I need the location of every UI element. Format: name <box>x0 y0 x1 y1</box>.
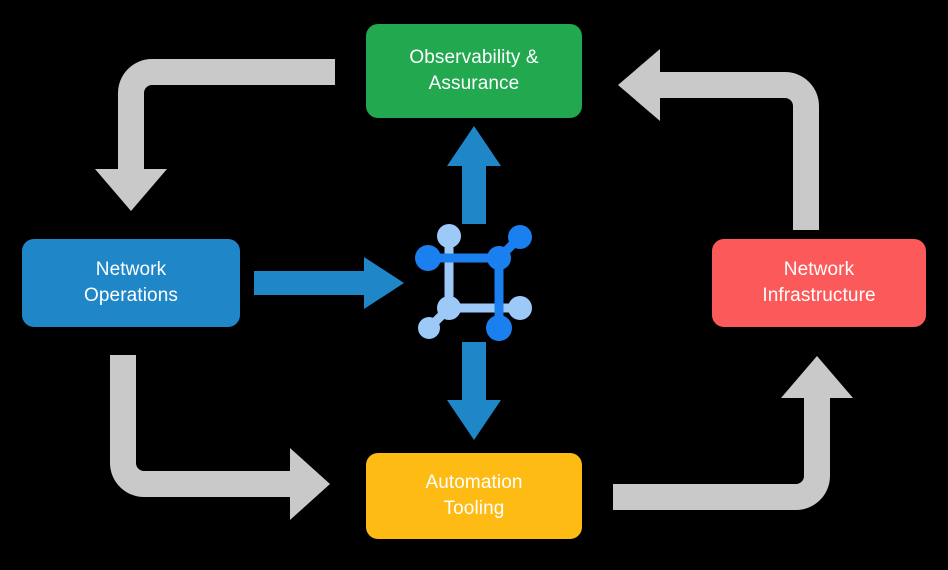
node-label-network-infrastructure: Network Infrastructure <box>762 259 876 306</box>
node-label-observability: Observability & Assurance <box>409 47 539 94</box>
network-topology-icon <box>415 220 540 345</box>
icon-nodes-primary <box>415 225 532 341</box>
arrow-observability-to-operations <box>95 59 335 211</box>
arrow-operations-to-center <box>254 257 404 309</box>
node-box-network-infrastructure[interactable]: Network Infrastructure <box>712 239 926 327</box>
node-box-network-operations[interactable]: Network Operations <box>22 239 240 327</box>
arrow-infrastructure-to-observability <box>618 49 819 230</box>
arrow-center-to-automation <box>447 342 501 440</box>
node-box-observability[interactable]: Observability & Assurance <box>366 24 582 118</box>
arrow-operations-to-automation <box>110 355 330 520</box>
node-label-network-operations: Network Operations <box>84 259 178 306</box>
arrow-automation-to-infrastructure <box>613 356 853 510</box>
icon-nodes-secondary <box>418 224 532 339</box>
node-box-automation-tooling[interactable]: Automation Tooling <box>366 453 582 539</box>
node-label-automation-tooling: Automation Tooling <box>425 472 523 519</box>
arrow-center-to-observability <box>447 126 501 224</box>
